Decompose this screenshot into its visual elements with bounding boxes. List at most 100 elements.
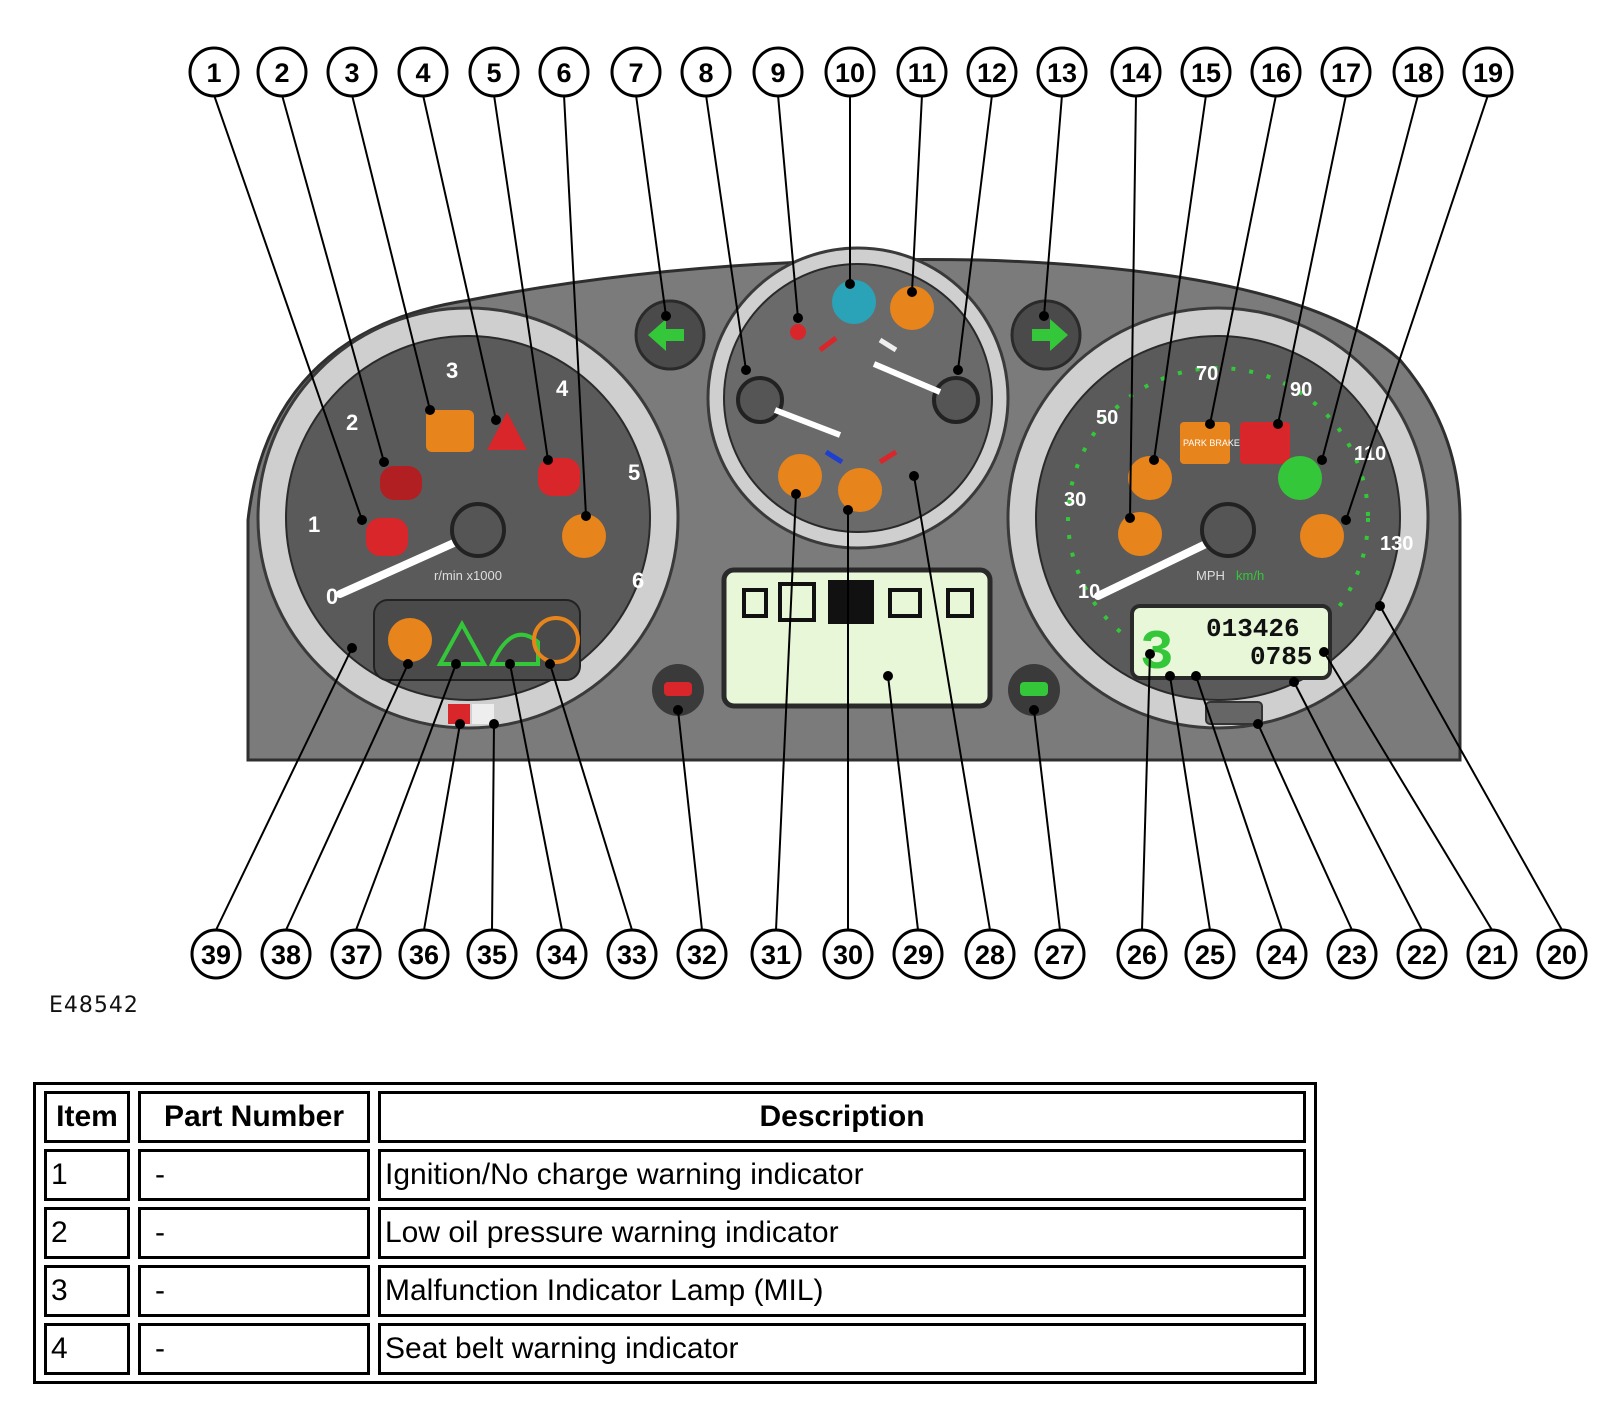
svg-text:33: 33	[617, 940, 647, 970]
tacho-scale-1: 1	[308, 512, 320, 537]
svg-text:36: 36	[409, 940, 439, 970]
cell-item: 4	[44, 1323, 130, 1375]
callout-39: 39	[190, 928, 242, 980]
hdc-fault-lamp	[488, 632, 540, 666]
cell-item: 3	[44, 1265, 130, 1317]
callout-13: 13	[1036, 46, 1088, 98]
callout-22: 22	[1396, 928, 1448, 980]
svg-text:34: 34	[547, 940, 577, 970]
lcd-icon-5	[946, 588, 974, 618]
callout-5: 5	[468, 46, 520, 98]
tacho-scale-6: 6	[632, 568, 644, 593]
callouts-bottom: 39 38 37 36 35 34 33 32 31 30 29 28 27 2…	[190, 928, 1588, 980]
tray-lamp-38	[388, 618, 432, 662]
callout-10: 10	[824, 46, 876, 98]
speedo-scale-90: 90	[1290, 379, 1312, 401]
leader-dots	[347, 279, 1385, 729]
svg-text:18: 18	[1403, 58, 1433, 88]
callout-11: 11	[896, 46, 948, 98]
centre-gauges	[706, 246, 1010, 550]
svg-text:4: 4	[415, 58, 430, 88]
cell-part-number: -	[138, 1149, 370, 1201]
svg-text:39: 39	[201, 940, 231, 970]
svg-text:7: 7	[628, 58, 643, 88]
park-brake-lamp	[1180, 422, 1230, 464]
callout-9: 9	[752, 46, 804, 98]
svg-text:11: 11	[908, 58, 937, 88]
callout-28: 28	[964, 928, 1016, 980]
svg-text:8: 8	[698, 58, 713, 88]
cell-description: Seat belt warning indicator	[378, 1323, 1306, 1375]
high-beam-lamp	[832, 280, 876, 324]
callout-15: 15	[1180, 46, 1232, 98]
lamp-17	[1240, 422, 1290, 464]
callout-20: 20	[1536, 928, 1588, 980]
lcd-icon-1	[742, 588, 768, 618]
instrument-cluster-diagram: 0 1 2 3 4 5 6 r/min x1000	[188, 46, 1588, 980]
callout-7: 7	[610, 46, 662, 98]
callout-38: 38	[260, 928, 312, 980]
callout-1: 1	[188, 46, 240, 98]
svg-text:13: 13	[1047, 58, 1077, 88]
fuel-needle	[872, 361, 942, 395]
speedo-scale-50: 50	[1096, 407, 1118, 429]
callout-18: 18	[1392, 46, 1444, 98]
callout-16: 16	[1250, 46, 1302, 98]
tyre-pressure-lamp	[890, 286, 934, 330]
svg-text:12: 12	[977, 58, 1007, 88]
callout-25: 25	[1184, 928, 1236, 980]
svg-text:1: 1	[206, 58, 221, 88]
ignition-charge-lamp	[366, 518, 408, 556]
callout-26: 26	[1116, 928, 1168, 980]
table-header-row: Item Part Number Description	[44, 1091, 1306, 1143]
callout-21: 21	[1466, 928, 1518, 980]
svg-text:17: 17	[1331, 58, 1361, 88]
tacho-scale-2: 2	[346, 410, 358, 435]
cell-part-number: -	[138, 1323, 370, 1375]
callout-33: 33	[606, 928, 658, 980]
tacho-scale-0: 0	[326, 584, 338, 609]
svg-text:29: 29	[903, 940, 933, 970]
callout-12: 12	[966, 46, 1018, 98]
trip-button-white	[472, 704, 494, 724]
svg-text:9: 9	[770, 58, 785, 88]
park-brake-label: PARK BRAKE	[1183, 438, 1240, 448]
svg-text:15: 15	[1191, 58, 1221, 88]
svg-text:26: 26	[1127, 940, 1157, 970]
svg-text:27: 27	[1045, 940, 1075, 970]
svg-text:16: 16	[1261, 58, 1291, 88]
front-fog-lamp	[1278, 456, 1322, 500]
speedo-scale-70: 70	[1196, 363, 1218, 385]
callout-8: 8	[680, 46, 732, 98]
svg-text:24: 24	[1267, 940, 1297, 970]
callout-24: 24	[1256, 928, 1308, 980]
parts-table: Item Part Number Description 1 - Ignitio…	[33, 1082, 1317, 1384]
dsc-lamp	[562, 514, 606, 558]
temp-needle	[773, 407, 842, 438]
rear-fog-lamp	[1300, 514, 1344, 558]
speedo-scale-130: 130	[1380, 533, 1413, 555]
tacho-needle	[336, 534, 469, 598]
abs-warning-lamp	[538, 458, 580, 496]
lcd-icon-2	[778, 582, 816, 622]
callout-4: 4	[397, 46, 449, 98]
callout-34: 34	[536, 928, 588, 980]
cell-description: Low oil pressure warning indicator	[378, 1207, 1306, 1259]
svg-text:37: 37	[341, 940, 371, 970]
figure-code: E48542	[49, 993, 139, 1018]
svg-text:5: 5	[486, 58, 501, 88]
cell-description: Malfunction Indicator Lamp (MIL)	[378, 1265, 1306, 1317]
speedo-unit-alt-label: km/h	[1236, 568, 1264, 583]
svg-text:31: 31	[761, 940, 791, 970]
temp-hot-dot	[790, 324, 806, 340]
callout-23: 23	[1326, 928, 1378, 980]
cell-item: 2	[44, 1207, 130, 1259]
callout-17: 17	[1320, 46, 1372, 98]
callout-19: 19	[1462, 46, 1514, 98]
lamp-15	[1128, 456, 1172, 500]
tacho-scale-5: 5	[628, 460, 640, 485]
callout-6: 6	[538, 46, 590, 98]
callout-14: 14	[1110, 46, 1162, 98]
callout-36: 36	[398, 928, 450, 980]
callout-2: 2	[256, 46, 308, 98]
